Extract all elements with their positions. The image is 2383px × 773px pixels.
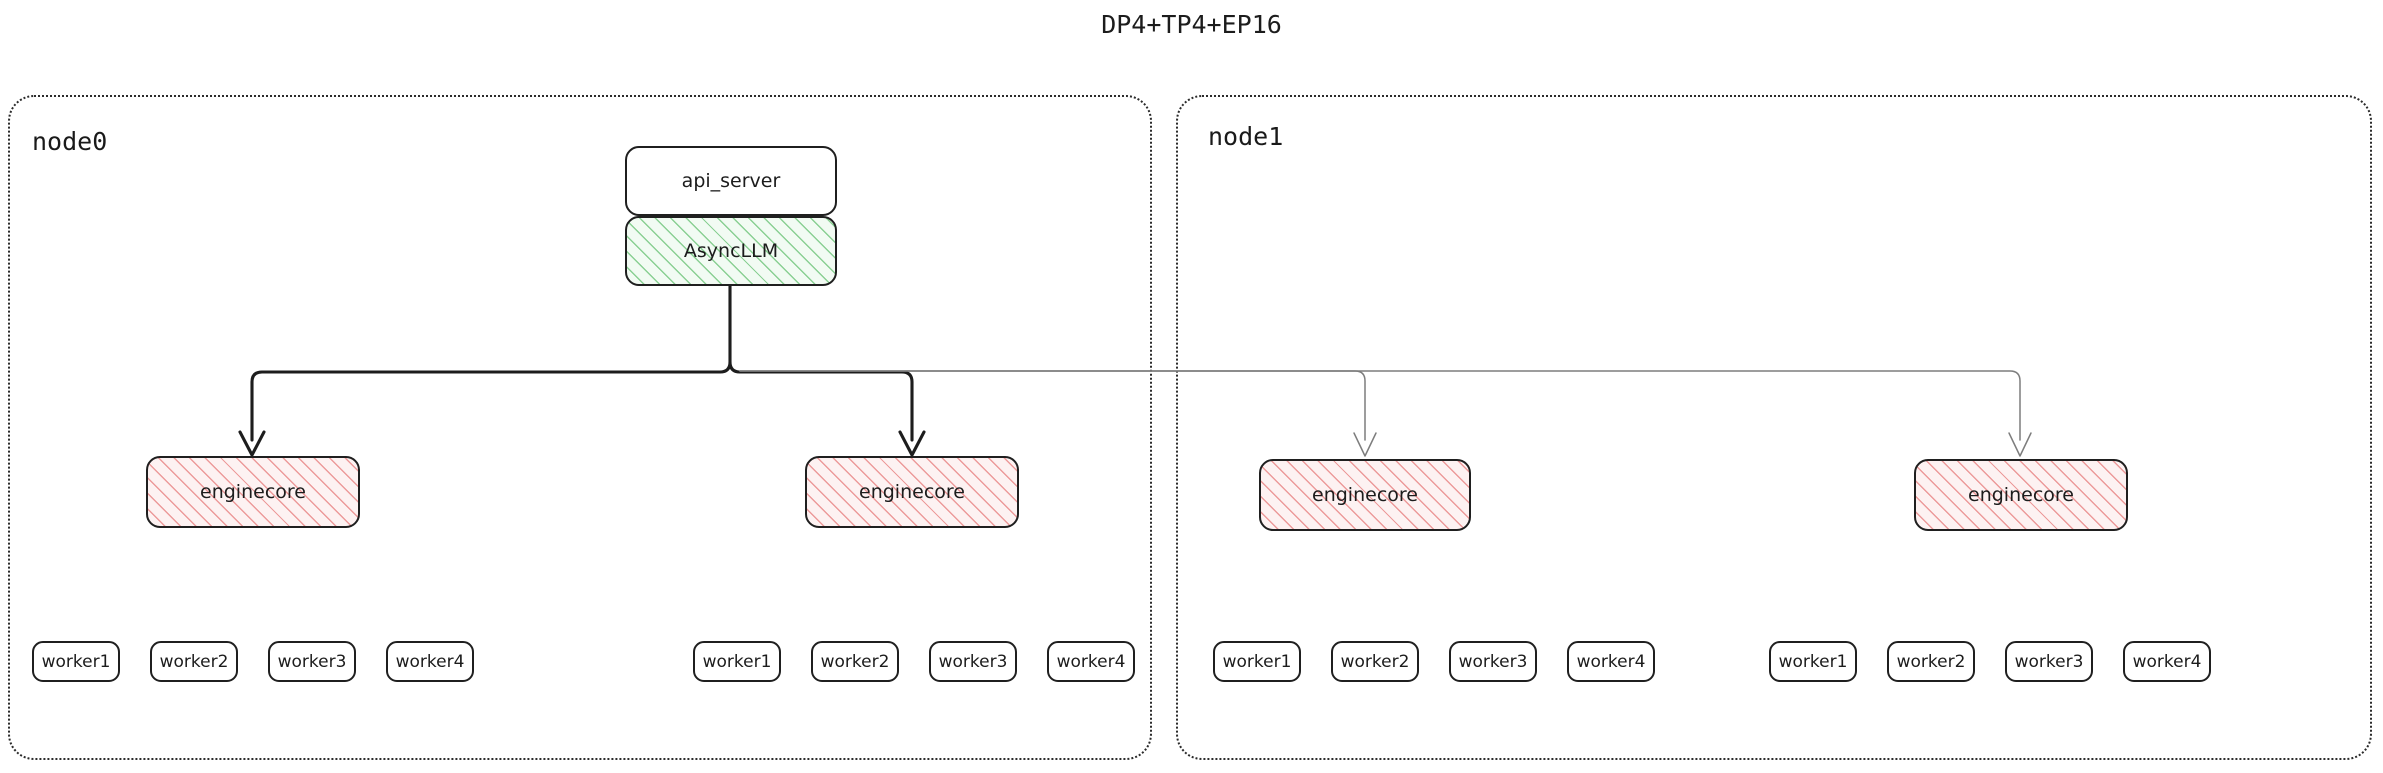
worker-box[interactable]: worker1 [32,641,120,682]
worker-box[interactable]: worker3 [929,641,1017,682]
worker-box[interactable]: worker3 [1449,641,1537,682]
worker-box[interactable]: worker1 [1769,641,1857,682]
page-title: DP4+TP4+EP16 [1101,10,1282,39]
enginecore-box[interactable]: enginecore [805,456,1019,528]
worker-box[interactable]: worker4 [386,641,474,682]
enginecore-box[interactable]: enginecore [1914,459,2128,531]
worker-box[interactable]: worker2 [150,641,238,682]
enginecore-box[interactable]: enginecore [146,456,360,528]
worker-box[interactable]: worker4 [1047,641,1135,682]
worker-box[interactable]: worker1 [1213,641,1301,682]
node-label-node1: node1 [1208,122,1284,151]
node-label-node0: node0 [32,127,108,156]
worker-box[interactable]: worker4 [1567,641,1655,682]
worker-box[interactable]: worker3 [2005,641,2093,682]
worker-box[interactable]: worker2 [811,641,899,682]
worker-box[interactable]: worker3 [268,641,356,682]
worker-box[interactable]: worker1 [693,641,781,682]
api-server-box[interactable]: api_server [625,146,837,216]
worker-box[interactable]: worker2 [1331,641,1419,682]
worker-box[interactable]: worker2 [1887,641,1975,682]
worker-box[interactable]: worker4 [2123,641,2211,682]
async-llm-box[interactable]: AsyncLLM [625,216,837,286]
enginecore-box[interactable]: enginecore [1259,459,1471,531]
